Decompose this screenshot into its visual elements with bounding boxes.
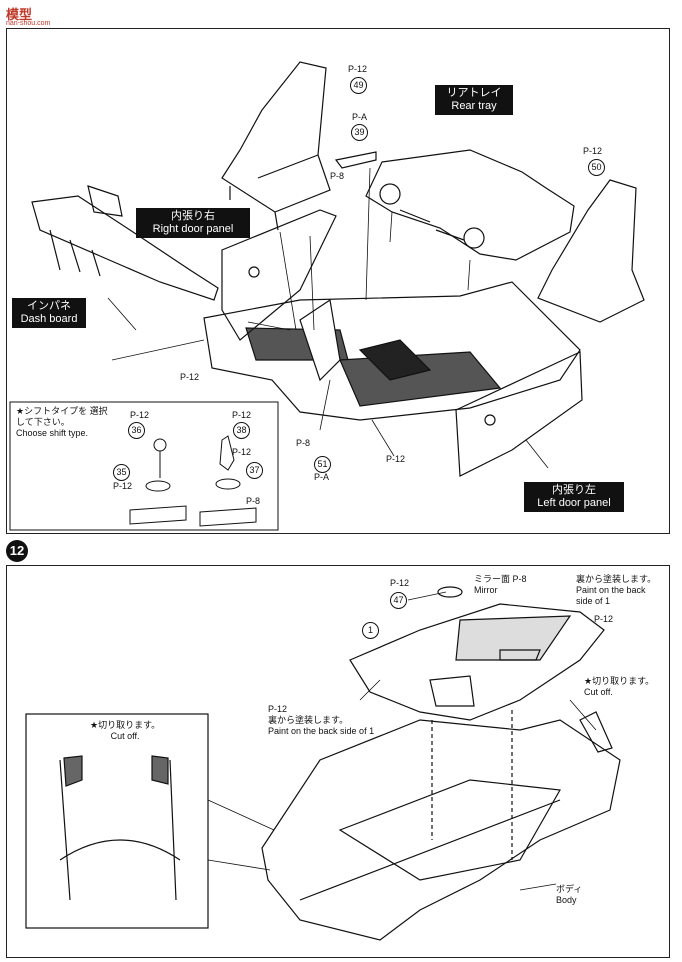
- dash-board-label: インパネ Dash board: [12, 298, 86, 328]
- dash-board-label-ja: インパネ: [27, 300, 71, 312]
- left-door-panel-label: 内張り左 Left door panel: [524, 482, 624, 512]
- part-ref-p12-47: P-12: [390, 578, 410, 588]
- mirror-note-ja: ミラー面: [474, 574, 511, 584]
- part-ref-p12-38: P-12: [232, 410, 252, 420]
- cut-off-inset: [25, 713, 209, 929]
- step-number-12: 12: [6, 540, 28, 562]
- cut-off-note-right: ★切り取ります。 Cut off.: [584, 676, 654, 698]
- part-ref-p12-right: P-12: [594, 614, 614, 624]
- part-number-35: 35: [113, 464, 130, 481]
- paint-back-left-en: Paint on the back side of: [268, 726, 367, 736]
- left-door-panel: [455, 351, 583, 477]
- part-number-47: 47: [390, 592, 407, 609]
- part-number-39: 39: [351, 124, 368, 141]
- part-ref-p12-37: P-12: [232, 447, 252, 457]
- part-number-51: 51: [314, 456, 331, 473]
- part-ref-p12-left: P-12: [268, 704, 288, 714]
- cut-off-note-inset: ★切り取ります。 Cut off.: [90, 720, 160, 742]
- part-ref-p12-35: P-12: [113, 481, 133, 491]
- cut-off-right-ja: ★切り取ります。: [584, 676, 655, 686]
- mirror-part: [437, 586, 463, 598]
- part-number-49: 49: [350, 77, 367, 94]
- rear-tray-label-ja: リアトレイ: [446, 87, 502, 99]
- watermark-url: nan-shou.com: [6, 20, 51, 27]
- paint-back-note-right: 裏から塗装します。 Paint on the back side of 1: [576, 574, 656, 607]
- dash-board-label-en: Dash board: [20, 313, 78, 325]
- left-door-panel-label-ja: 内張り左: [552, 484, 596, 496]
- cut-off-right-en: Cut off.: [584, 687, 613, 697]
- part-number-38: 38: [233, 422, 250, 439]
- seat-right: [537, 179, 645, 323]
- interior-tub: [203, 281, 581, 421]
- part-ref-p12-floor: P-12: [386, 454, 406, 464]
- part-ref-pa: P-A: [352, 112, 368, 122]
- part-number-1: 1: [362, 622, 379, 639]
- right-door-panel: [221, 209, 337, 341]
- body-shell: [261, 719, 621, 941]
- right-door-panel-label: 内張り右 Right door panel: [136, 208, 250, 238]
- shift-type-note-en: Choose shift type.: [16, 428, 89, 438]
- left-door-panel-label-en: Left door panel: [537, 497, 611, 509]
- part-ref-p12-dash: P-12: [180, 372, 200, 382]
- paint-back-right-en1: Paint on the back: [576, 585, 646, 595]
- right-door-panel-label-ja: 内張り右: [171, 210, 215, 222]
- part-number-1-ref-right: 1: [605, 596, 611, 606]
- part-number-50: 50: [588, 159, 605, 176]
- part-number-1-ref-left: 1: [369, 726, 375, 736]
- mirror-note-en: Mirror: [474, 585, 498, 595]
- part-ref-p12: P-12: [348, 64, 368, 74]
- part-ref-p12-seat: P-12: [583, 146, 603, 156]
- mirror-note: ミラー面 P-8 Mirror: [474, 574, 527, 596]
- part-ref-p8-51: P-8: [296, 438, 311, 448]
- paint-back-right-en2: side of: [576, 596, 603, 606]
- part-ref-p8: P-8: [330, 171, 345, 181]
- part-number-36: 36: [128, 422, 145, 439]
- body-label: ボディ Body: [556, 884, 582, 906]
- shift-type-note: ★シフトタイプを 選択して下さい。 Choose shift type.: [16, 406, 116, 439]
- body-label-en: Body: [556, 895, 577, 905]
- seat-left: [221, 61, 331, 213]
- paint-back-note-left: P-12 裏から塗装します。 Paint on the back side of…: [268, 704, 374, 737]
- watermark-logo: 模型: [6, 7, 33, 22]
- rear-tray-label: リアトレイ Rear tray: [435, 85, 513, 115]
- part-ref-p8-mirror: P-8: [512, 574, 527, 584]
- part-ref-p12-36: P-12: [130, 410, 150, 420]
- paint-back-left-ja: 裏から塗装します。: [268, 715, 349, 725]
- body-label-ja: ボディ: [556, 884, 583, 894]
- rear-tray-label-en: Rear tray: [451, 100, 497, 112]
- paint-back-right-ja: 裏から塗装します。: [576, 574, 657, 584]
- shift-boot-part: [334, 151, 377, 169]
- step-11-panel: [6, 28, 670, 534]
- part-number-37: 37: [246, 462, 263, 479]
- rear-tray: [365, 149, 575, 261]
- part-ref-p8-37: P-8: [246, 496, 261, 506]
- part-ref-pa-51: P-A: [314, 472, 330, 482]
- interior-part-1: [349, 603, 605, 721]
- shift-type-note-ja: ★シフトタイプを 選択して下さい。: [16, 406, 108, 427]
- cut-off-inset-en: Cut off.: [110, 731, 140, 741]
- cut-off-inset-ja: ★切り取ります。: [90, 720, 161, 730]
- right-door-panel-label-en: Right door panel: [152, 223, 234, 235]
